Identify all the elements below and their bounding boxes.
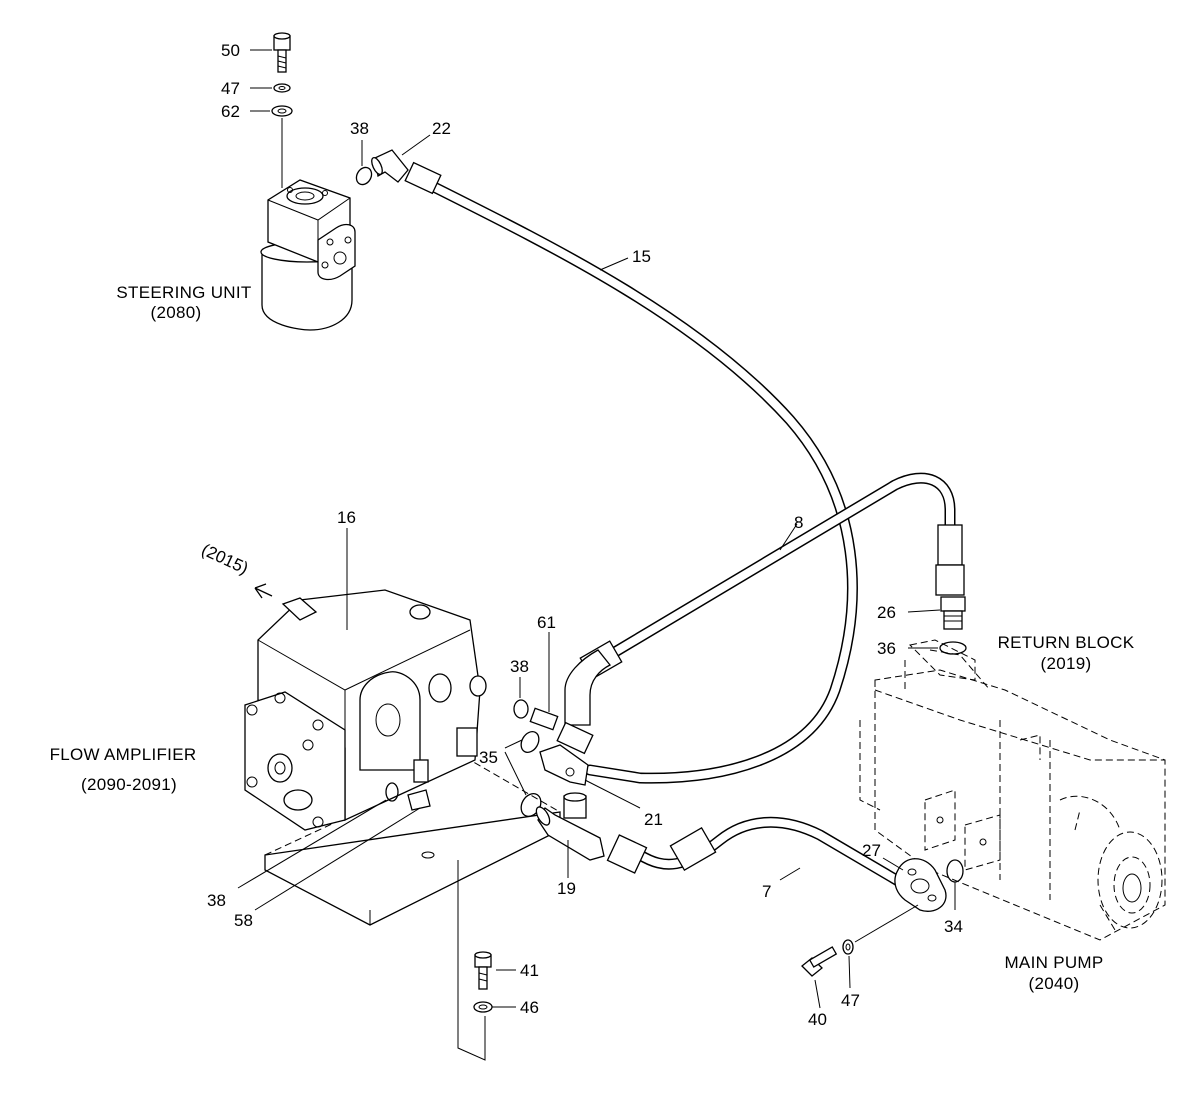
callout-22: 22 xyxy=(432,119,451,138)
callout-35: 35 xyxy=(479,748,498,767)
oring-35-upper xyxy=(520,731,540,753)
oring-34 xyxy=(946,859,964,883)
callout-38-right: 38 xyxy=(510,657,529,676)
connector-61 xyxy=(529,707,559,731)
arrow-to-2015 xyxy=(254,583,273,599)
flow-amplifier-ref: (2090-2091) xyxy=(81,775,177,794)
steering-unit xyxy=(260,179,356,331)
adapter-26 xyxy=(940,596,966,630)
callout-38-steering: 38 xyxy=(350,119,369,138)
hose-15 xyxy=(424,179,858,784)
callout-36: 36 xyxy=(877,639,896,658)
callout-27: 27 xyxy=(862,841,881,860)
hose-8 xyxy=(604,472,956,661)
callout-26: 26 xyxy=(877,603,896,622)
bolt-40 xyxy=(801,946,838,977)
callout-7: 7 xyxy=(762,882,771,901)
callout-46: 46 xyxy=(520,998,539,1017)
swivel-fitting-21 xyxy=(539,721,594,786)
callout-47-top: 47 xyxy=(221,79,240,98)
callout-41: 41 xyxy=(520,961,539,980)
bolt-41 xyxy=(474,951,492,990)
main-pump xyxy=(859,639,1166,941)
oring-38-lower xyxy=(385,782,399,802)
bolt-50 xyxy=(273,32,291,73)
callout-61: 61 xyxy=(537,613,556,632)
hose-7 xyxy=(634,816,911,891)
oring-36 xyxy=(939,641,967,655)
callout-15: 15 xyxy=(632,247,651,266)
main-pump-label: MAIN PUMP xyxy=(1004,953,1103,972)
elbow-fitting-22 xyxy=(371,149,409,183)
callout-40: 40 xyxy=(808,1010,827,1029)
flange-27 xyxy=(894,858,947,912)
callout-34: 34 xyxy=(944,917,963,936)
washer-46 xyxy=(473,1001,493,1013)
leader-lines xyxy=(237,49,956,1009)
hose-fittings xyxy=(404,161,965,874)
main-pump-ref: (2040) xyxy=(1029,974,1080,993)
tee-fitting-19 xyxy=(535,792,605,861)
callout-58: 58 xyxy=(234,911,253,930)
oring-38-steering xyxy=(355,166,373,186)
flow-amplifier xyxy=(244,589,561,926)
washer-62 xyxy=(271,105,293,117)
callout-50: 50 xyxy=(221,41,240,60)
washer-47-bottom xyxy=(842,939,854,955)
callout-19: 19 xyxy=(557,879,576,898)
oring-38-right xyxy=(513,699,529,719)
return-block-label: RETURN BLOCK xyxy=(998,633,1135,652)
callout-47-bottom: 47 xyxy=(841,991,860,1010)
callout-38-lower: 38 xyxy=(207,891,226,910)
arrow-ref-label: (2015) xyxy=(199,540,252,578)
callout-8: 8 xyxy=(794,513,803,532)
return-block-ref: (2019) xyxy=(1041,654,1092,673)
flow-amplifier-label: FLOW AMPLIFIER xyxy=(50,745,197,764)
steering-unit-label: STEERING UNIT xyxy=(116,283,251,302)
washer-47-top xyxy=(273,83,291,93)
callout-16: 16 xyxy=(337,508,356,527)
steering-unit-ref: (2080) xyxy=(151,303,202,322)
callout-62: 62 xyxy=(221,102,240,121)
callout-21: 21 xyxy=(644,810,663,829)
